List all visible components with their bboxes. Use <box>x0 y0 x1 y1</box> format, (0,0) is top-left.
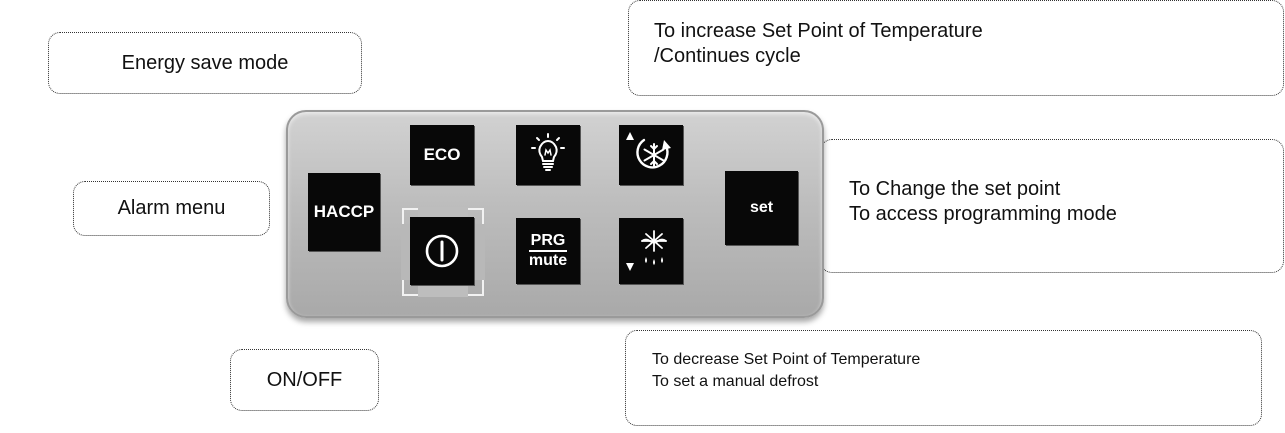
on-off-callout: ON/OFF <box>230 349 379 411</box>
alarm-menu-callout: Alarm menu <box>73 181 270 236</box>
prg-label: PRG <box>528 233 568 252</box>
haccp-label: HACCP <box>313 202 375 221</box>
energy-save-mode-label: Energy save mode <box>121 51 289 74</box>
haccp-button[interactable]: HACCP <box>308 173 380 251</box>
up-button[interactable] <box>619 125 683 185</box>
set-point-line-2: To access programming mode <box>849 203 1117 225</box>
up-arrow-continuous-cycle-icon <box>622 128 680 182</box>
light-button[interactable] <box>516 125 580 185</box>
increase-line-2: /Continues cycle <box>654 45 801 67</box>
power-icon <box>422 231 462 271</box>
decrease-line-1: To decrease Set Point of Temperature <box>652 351 921 368</box>
prg-mute-button[interactable]: PRG mute <box>516 218 580 284</box>
control-panel: HACCP ECO <box>286 110 824 318</box>
set-label: set <box>749 199 774 216</box>
mute-label: mute <box>528 252 568 269</box>
light-bulb-icon <box>528 133 568 177</box>
alarm-menu-label: Alarm menu <box>117 197 226 219</box>
set-point-callout: To Change the set point To access progra… <box>820 139 1284 273</box>
down-button[interactable] <box>619 218 683 284</box>
set-button[interactable]: set <box>725 171 798 245</box>
down-arrow-defrost-icon <box>622 223 680 279</box>
eco-label: ECO <box>423 145 461 164</box>
power-button[interactable] <box>410 217 474 285</box>
on-off-label: ON/OFF <box>266 368 343 391</box>
decrease-line-2: To set a manual defrost <box>652 373 819 390</box>
decrease-set-point-callout: To decrease Set Point of Temperature To … <box>625 330 1262 426</box>
increase-set-point-callout: To increase Set Point of Temperature /Co… <box>628 0 1284 96</box>
increase-line-1: To increase Set Point of Temperature <box>654 20 983 42</box>
eco-button[interactable]: ECO <box>410 125 474 185</box>
set-point-line-1: To Change the set point <box>849 178 1061 200</box>
energy-save-mode-callout: Energy save mode <box>48 32 362 94</box>
